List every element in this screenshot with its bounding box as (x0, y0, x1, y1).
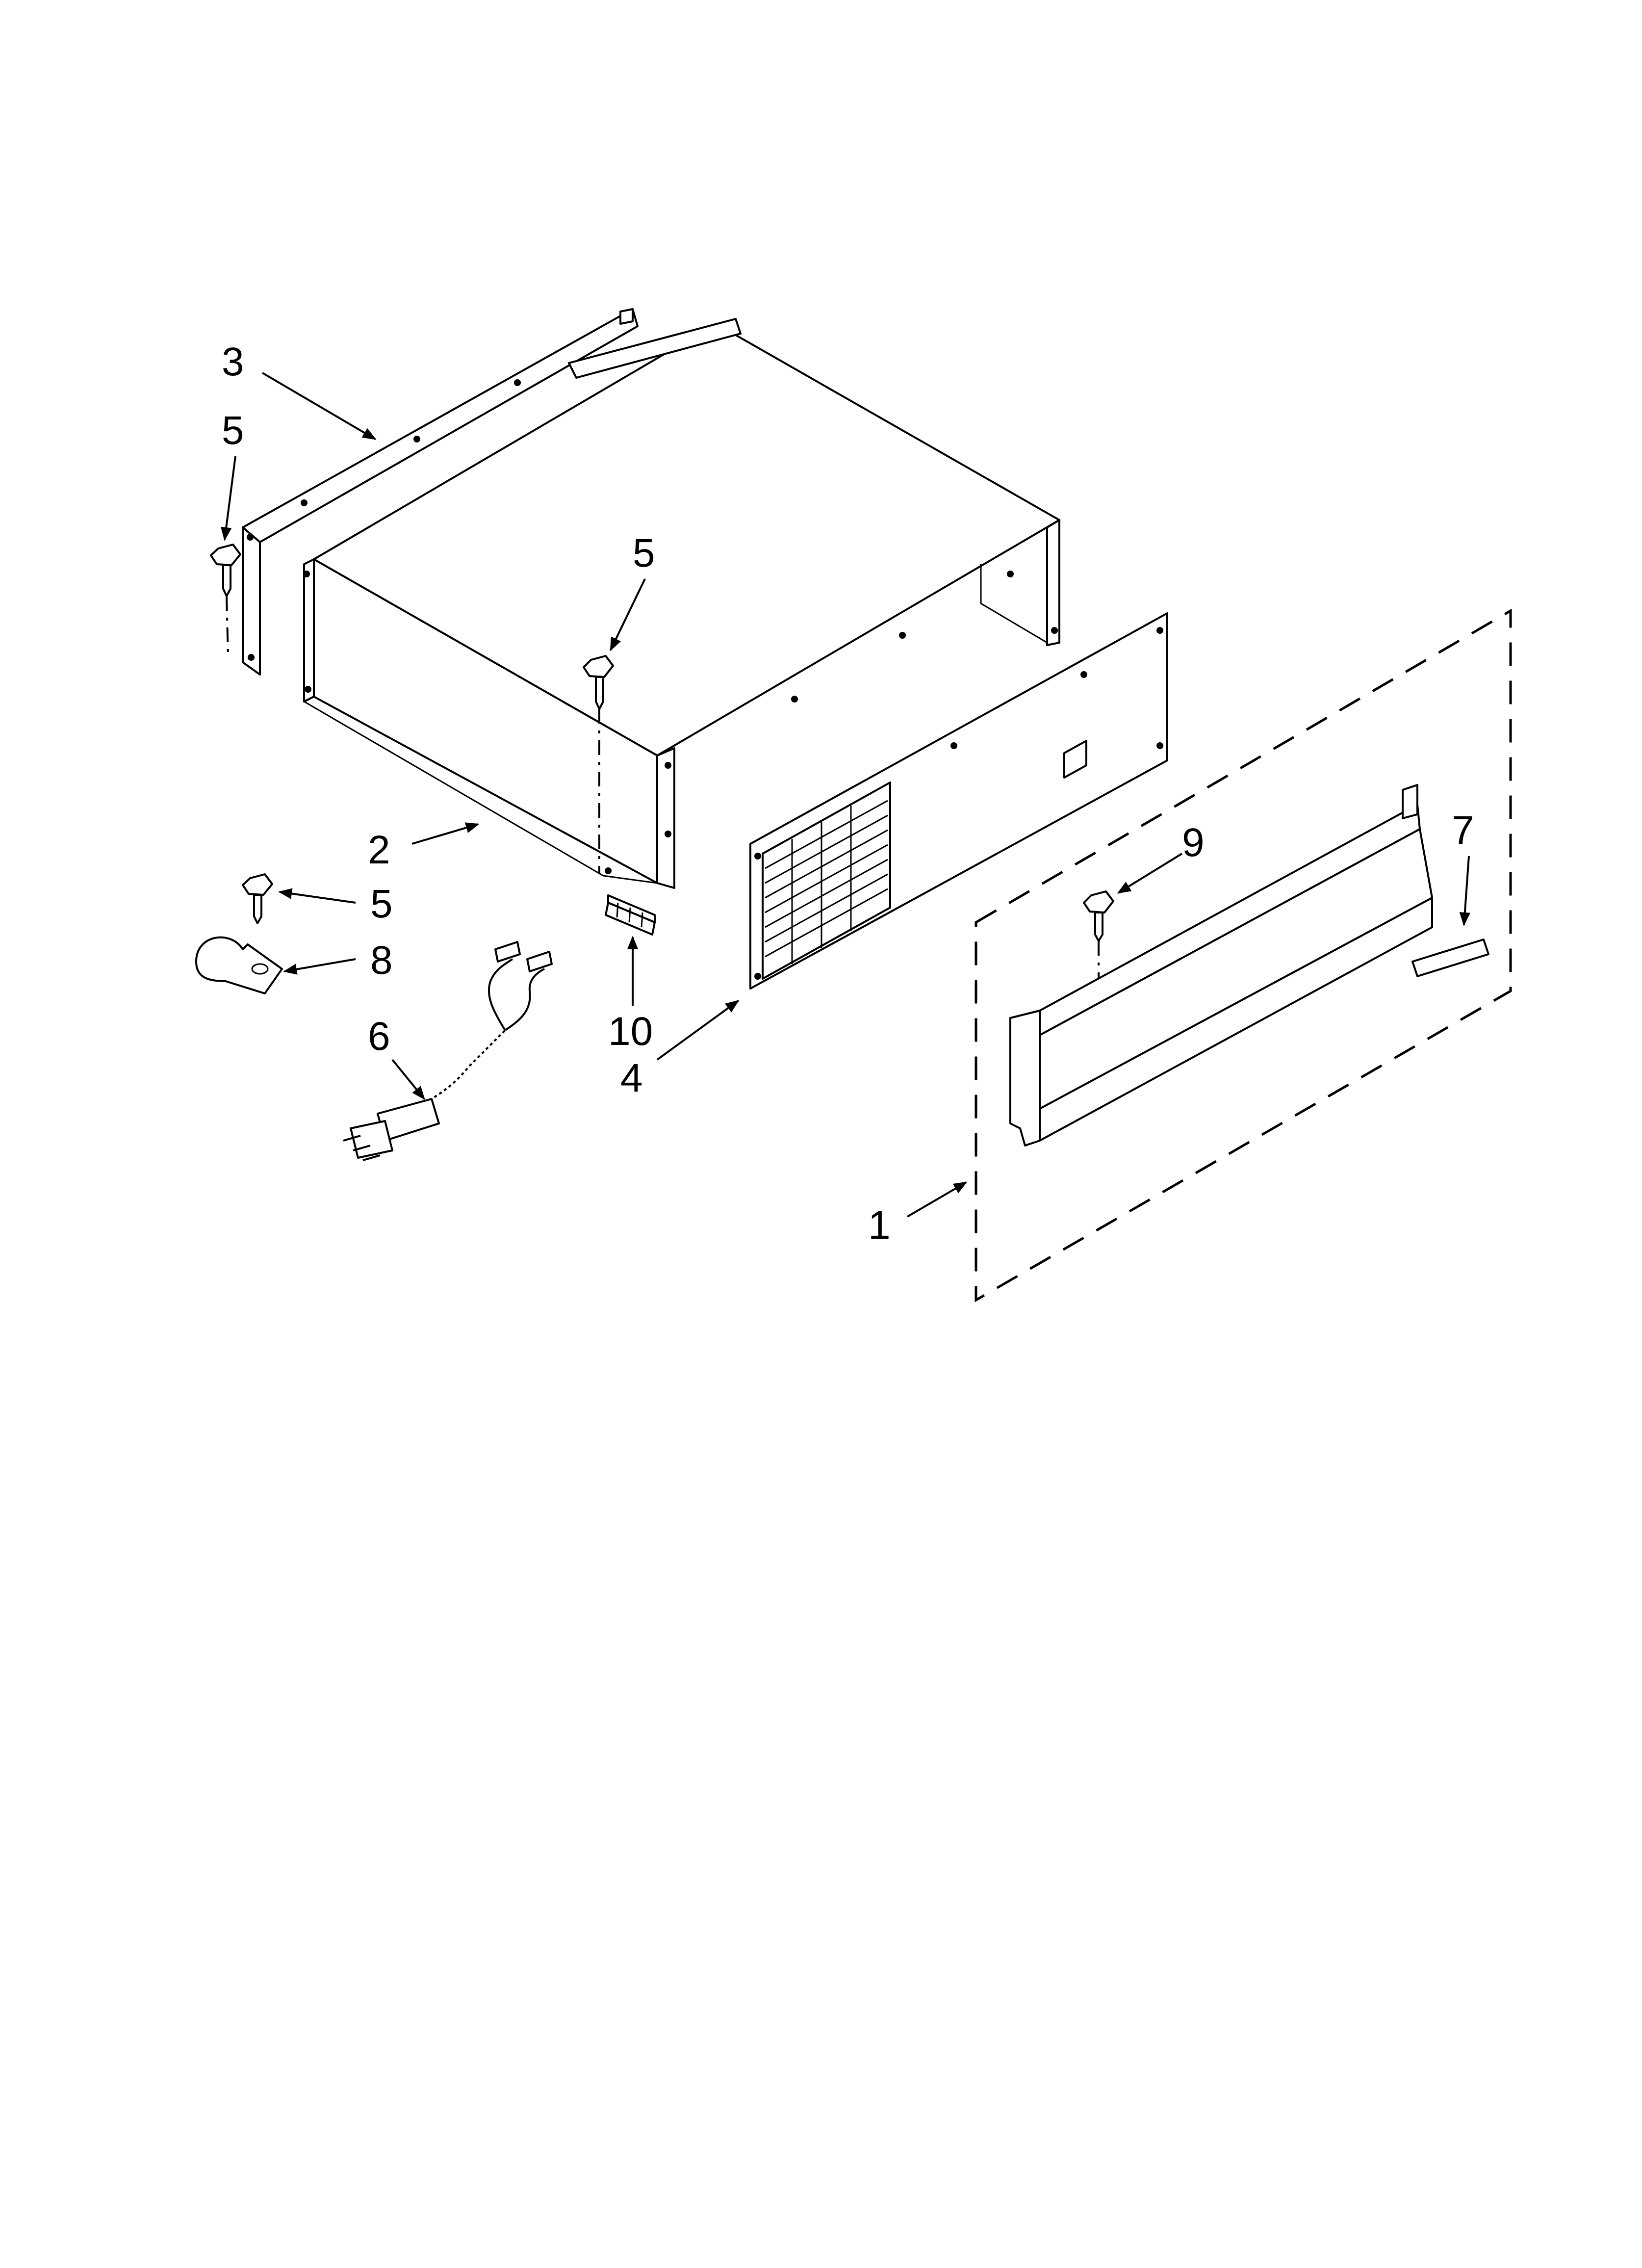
part-label (1411, 938, 1489, 977)
callout-labels: 3 5 5 2 5 8 6 10 4 9 7 1 (222, 339, 1474, 1248)
callout-4: 4 (620, 1056, 643, 1100)
screw-part5-left (210, 544, 241, 658)
part-housing (303, 318, 1060, 889)
part-side-bracket (242, 308, 639, 676)
callout-10: 10 (608, 1009, 653, 1054)
callout-8: 8 (370, 938, 393, 983)
callout-2: 2 (368, 828, 390, 872)
part-wire-harness (343, 941, 553, 1161)
screw-part5-center (583, 655, 614, 873)
callout-5-center: 5 (633, 531, 655, 575)
callout-5-left: 5 (222, 408, 244, 453)
callout-9: 9 (1182, 820, 1205, 865)
assembly-boundary (975, 608, 1512, 1303)
screw-part5-lower (242, 873, 273, 924)
part-kick-plate (1009, 784, 1433, 1147)
part-clip (605, 894, 656, 936)
leader-lines (221, 372, 1470, 1218)
callout-1: 1 (868, 1203, 891, 1248)
part-grille-panel (749, 612, 1168, 990)
part-cable-clamp (195, 936, 283, 994)
callout-3: 3 (222, 339, 244, 384)
callout-6: 6 (368, 1014, 390, 1059)
callout-7: 7 (1452, 808, 1474, 853)
callout-5-lower: 5 (370, 882, 393, 926)
